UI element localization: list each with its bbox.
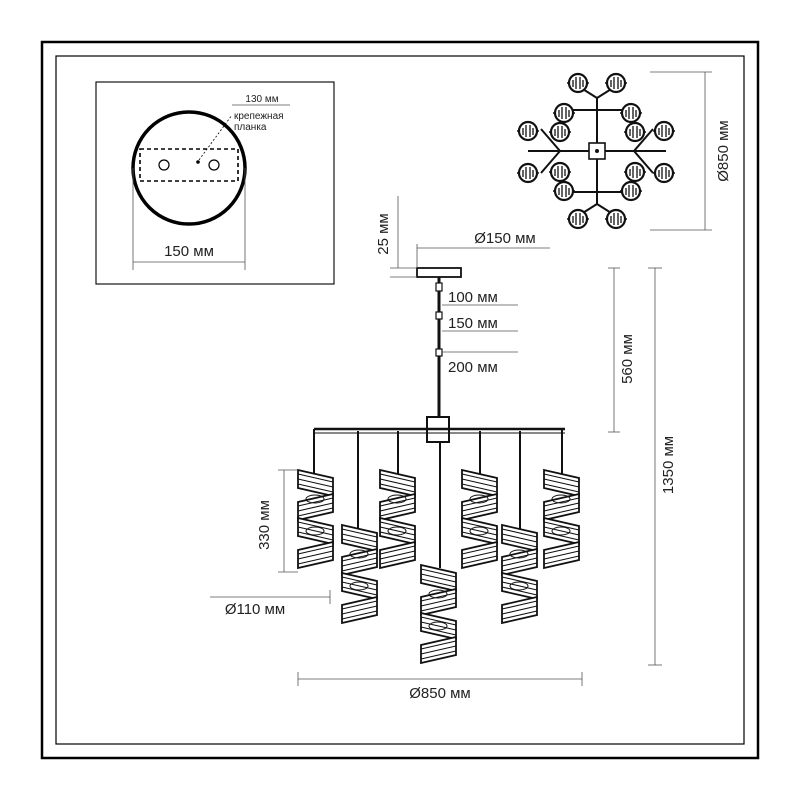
plate-hole-right xyxy=(208,159,220,171)
plate-label-line2: планка xyxy=(234,122,267,133)
inner-frame xyxy=(55,55,745,745)
plate-center xyxy=(196,160,200,164)
rod-total-label: 560 мм xyxy=(619,334,636,384)
shade-2 xyxy=(341,524,378,624)
shade-4 xyxy=(420,564,457,664)
shade-1 xyxy=(297,469,334,569)
shade-7 xyxy=(543,469,580,569)
shade-5 xyxy=(461,469,498,569)
total-height-label: 1350 мм xyxy=(660,436,677,494)
plate-hole-left xyxy=(158,159,170,171)
canopy xyxy=(416,267,462,278)
top-view: Ø850 мм xyxy=(515,71,732,231)
shade-6 xyxy=(501,524,538,624)
canopy-width-label: 150 мм xyxy=(164,243,214,260)
rod-200-label: 200 мм xyxy=(448,359,498,376)
shade-3 xyxy=(379,469,416,569)
dimension-lines: 25 мм Ø150 мм 100 мм 150 мм 200 мм 560 м… xyxy=(210,196,677,702)
mounting-plate xyxy=(139,148,239,182)
plate-size-label: 130 мм xyxy=(245,94,278,105)
rod-100-label: 100 мм xyxy=(448,289,498,306)
canopy-height-label: 25 мм xyxy=(375,213,392,254)
side-view xyxy=(297,267,580,664)
plate-label-line1: крепежная xyxy=(234,111,284,122)
mount-detail: 130 мм крепежная планка 150 мм xyxy=(95,81,335,285)
overall-diameter-label: Ø850 мм xyxy=(409,685,471,702)
shade-diameter-label: Ø110 мм xyxy=(225,601,285,618)
rod-150-label: 150 мм xyxy=(448,315,498,332)
outer-frame xyxy=(40,40,760,760)
shade-height-label: 330 мм xyxy=(256,500,273,550)
mount-detail-box xyxy=(95,81,335,285)
canopy-diameter-label: Ø150 мм xyxy=(474,230,536,247)
top-view-diameter-label: Ø850 мм xyxy=(715,120,732,182)
canopy-circle xyxy=(131,110,247,226)
